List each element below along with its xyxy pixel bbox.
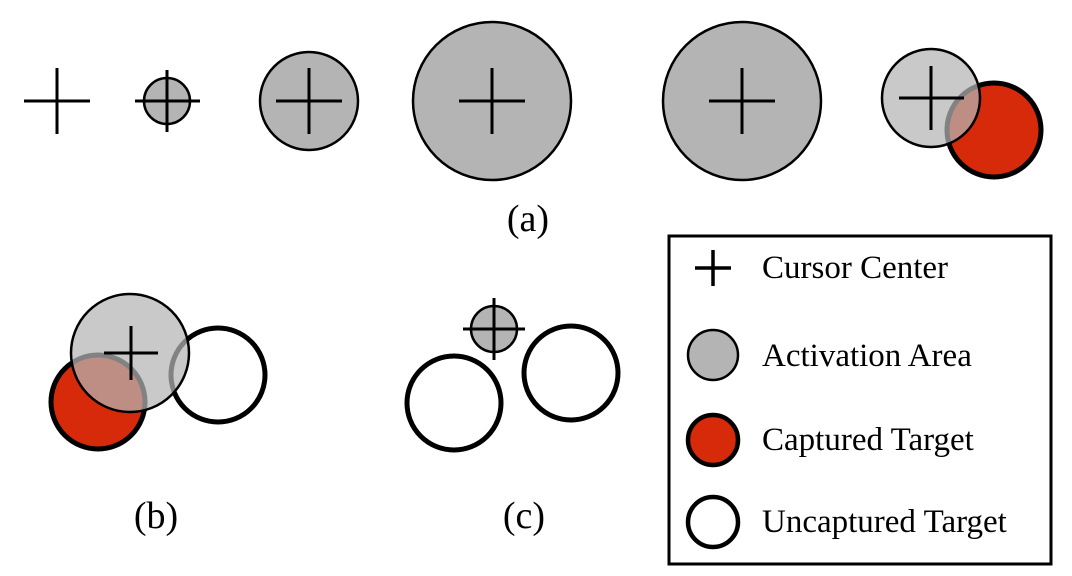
cursor-large-area <box>411 20 573 182</box>
legend-label-uncaptured-target: Uncaptured Target <box>762 504 1007 540</box>
legend-cursor-center-icon <box>695 250 731 286</box>
caption-a: (a) <box>507 198 549 240</box>
cursor-center-icon <box>463 298 525 360</box>
panel-c: (c) <box>404 298 621 537</box>
legend-label-activation-area: Activation Area <box>762 338 972 374</box>
uncaptured-target <box>521 323 621 423</box>
caption-b: (b) <box>134 495 178 537</box>
legend-activation-area-swatch <box>686 328 740 382</box>
cursor-large-area-2 <box>661 20 823 182</box>
legend-uncaptured-target-swatch <box>685 494 741 550</box>
cursor-small-area <box>258 50 360 152</box>
caption-c: (c) <box>503 495 545 537</box>
cursor-center-icon <box>24 68 90 134</box>
panel-b: (b) <box>48 292 268 537</box>
cursor-capturing-target <box>880 47 1044 180</box>
cursor-center-icon <box>104 326 158 380</box>
cursor-tiny-area <box>135 70 200 132</box>
legend: Cursor Center Activation Area Captured T… <box>667 234 1053 566</box>
legend-captured-target-swatch <box>685 412 741 468</box>
panel-a: (a) <box>24 20 1044 240</box>
legend-label-captured-target: Captured Target <box>762 422 974 458</box>
legend-label-cursor-center: Cursor Center <box>762 250 948 286</box>
uncaptured-target <box>404 353 504 453</box>
